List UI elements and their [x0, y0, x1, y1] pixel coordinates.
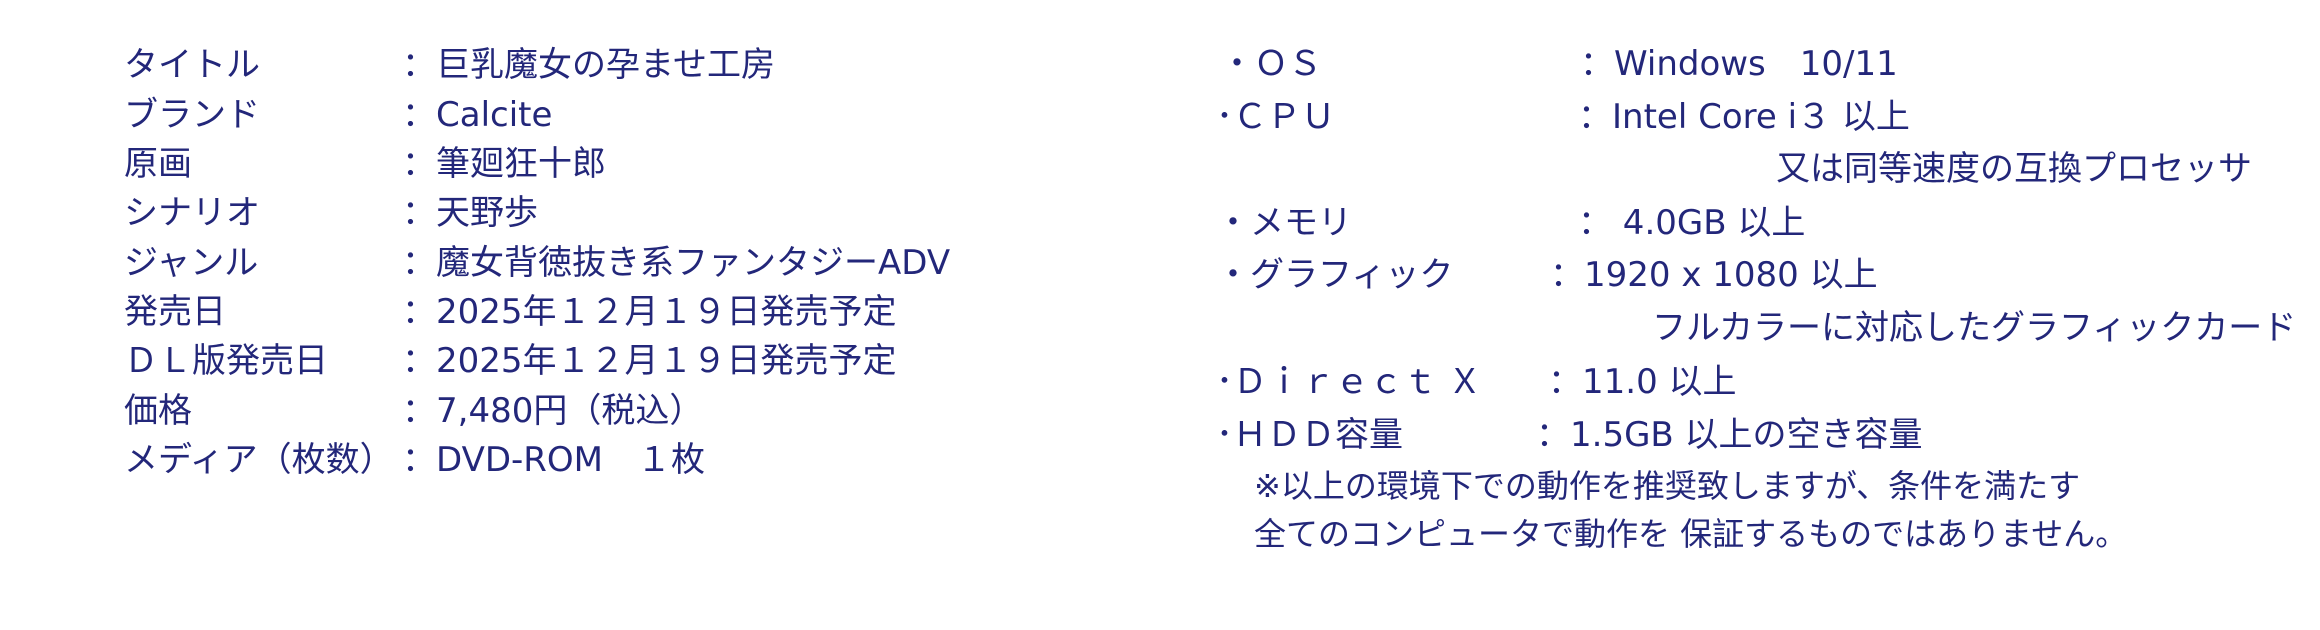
- directx-value: ：11.0 以上: [1548, 362, 1737, 402]
- graphics-value: ：1920 x 1080 以上: [1550, 255, 1878, 295]
- os-value: ：Windows 10/11: [1580, 44, 1898, 84]
- brand-value: ：Calcite: [402, 95, 553, 135]
- dl-release-date-label: ＤＬ版発売日: [124, 341, 328, 381]
- memory-value: ： 4.0GB 以上: [1578, 203, 1806, 243]
- graphics-extra: フルカラーに対応したグラフィックカード: [1652, 308, 2297, 348]
- hdd-value: ：1.5GB 以上の空き容量: [1536, 415, 1923, 455]
- scenario-label: シナリオ: [124, 193, 260, 233]
- genre-value: ：魔女背徳抜き系ファンタジーADV: [402, 243, 951, 283]
- media-value: ：DVD-ROM １枚: [402, 440, 706, 480]
- cpu-extra: 又は同等速度の互換プロセッサ: [1776, 149, 2252, 189]
- dl-release-date-value: ：2025年１２月１９日発売予定: [402, 341, 897, 381]
- price-value: ：7,480円（税込）: [402, 391, 704, 431]
- directx-label: ･Ｄｉｒｅｃｔ Ｘ: [1216, 362, 1482, 402]
- graphics-label: ・グラフィック: [1216, 255, 1454, 295]
- media-label: メディア（枚数）: [124, 440, 394, 480]
- price-label: 価格: [124, 391, 192, 431]
- cpu-label: ･ＣＰＵ: [1216, 97, 1335, 137]
- release-date-value: ：2025年１２月１９日発売予定: [402, 292, 897, 332]
- title-label: タイトル: [124, 45, 260, 85]
- genre-label: ジャンル: [124, 243, 259, 283]
- release-date-label: 発売日: [124, 292, 226, 332]
- brand-label: ブランド: [124, 95, 260, 135]
- memory-label: ・メモリ: [1216, 203, 1352, 243]
- title-value: ：巨乳魔女の孕ませ工房: [402, 45, 775, 85]
- hdd-label: ･ＨＤＤ容量: [1216, 415, 1403, 455]
- illustrator-label: 原画: [124, 144, 192, 184]
- scenario-value: ：天野歩: [402, 193, 538, 233]
- cpu-value: ：Intel Core i３ 以上: [1578, 97, 1910, 137]
- disclaimer-line-2: 全てのコンピュータで動作を 保証するものではありません。: [1254, 515, 2128, 553]
- os-label: ・ＯＳ: [1220, 44, 1322, 84]
- disclaimer-line-1: ※以上の環境下での動作を推奨致しますが、条件を満たす: [1254, 467, 2081, 505]
- illustrator-value: ：筆廻狂十郎: [402, 144, 606, 184]
